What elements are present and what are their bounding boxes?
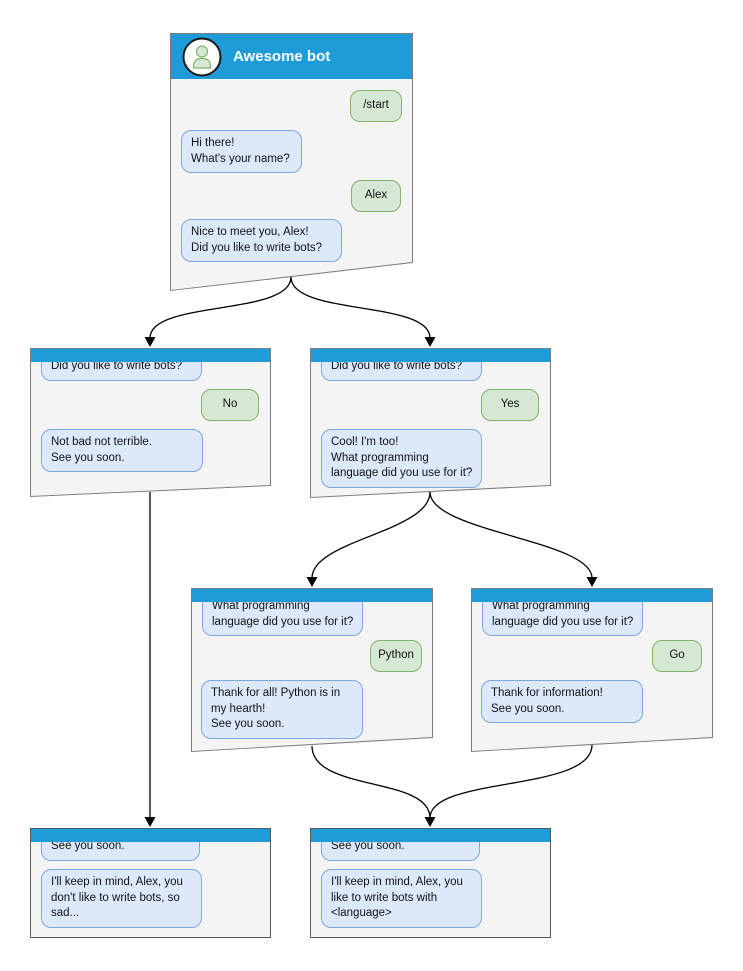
window-title: Awesome bot [233, 48, 331, 65]
window-frame: What programming language did you use fo… [471, 588, 713, 752]
window-header: Awesome bot [171, 34, 412, 79]
arrowhead-icon [144, 337, 156, 347]
bot-avatar-icon [182, 37, 222, 77]
arrowhead-icon [586, 577, 598, 587]
edge-python-end [311, 745, 431, 819]
chat-window-end-yes[interactable]: See you soon. I'll keep in mind, Alex, y… [310, 828, 551, 938]
window-body: What programming language did you use fo… [192, 589, 432, 751]
edge-yes-python [311, 491, 431, 579]
message-bubble-bot: Not bad not terrible. See you soon. [41, 429, 203, 473]
window-header [31, 829, 270, 842]
message-bubble-bot: Thank for information! See you soon. [481, 680, 643, 724]
window-header [31, 349, 270, 362]
window-header [311, 829, 550, 842]
window-frame: Did you like to write bots? Yes Cool! I'… [310, 348, 551, 498]
arrowhead-icon [424, 337, 436, 347]
window-body: What programming language did you use fo… [472, 589, 712, 751]
window-header [311, 349, 550, 362]
arrowhead-icon [424, 817, 436, 827]
window-body: Did you like to write bots? No Not bad n… [31, 349, 270, 496]
chat-window-start[interactable]: Awesome bot /start Hi there! What's your… [170, 33, 413, 291]
message-bubble-bot: Hi there! What's your name? [181, 130, 302, 174]
message-bubble-bot: Thank for all! Python is in my hearth! S… [201, 680, 363, 739]
message-bubble-user: Yes [481, 389, 539, 421]
window-frame: Awesome bot /start Hi there! What's your… [170, 33, 413, 291]
window-body: Did you like to write bots? Yes Cool! I'… [311, 349, 550, 497]
window-body: Awesome bot /start Hi there! What's your… [171, 34, 412, 290]
chat-window-no-branch[interactable]: Did you like to write bots? No Not bad n… [30, 348, 271, 497]
message-bubble-user: /start [350, 90, 402, 122]
message-bubble-user: No [201, 389, 259, 421]
edge-yes-go [429, 491, 593, 579]
window-frame: Did you like to write bots? No Not bad n… [30, 348, 271, 497]
chat-window-end-no[interactable]: See you soon. I'll keep in mind, Alex, y… [30, 828, 271, 938]
arrowhead-icon [306, 577, 318, 587]
message-bubble-user: Go [652, 640, 702, 672]
message-bubble-user: Alex [351, 180, 401, 212]
message-bubble-bot: Nice to meet you, Alex! Did you like to … [181, 219, 342, 263]
message-bubble-user: Python [370, 640, 422, 672]
edge-go-end [429, 744, 593, 819]
message-bubble-bot: Cool! I'm too! What programming language… [321, 429, 482, 488]
message-bubble-bot: I'll keep in mind, Alex, you like to wri… [321, 869, 482, 928]
chat-window-go-branch[interactable]: What programming language did you use fo… [471, 588, 713, 752]
window-header [192, 589, 432, 602]
chat-window-yes-branch[interactable]: Did you like to write bots? Yes Cool! I'… [310, 348, 551, 498]
message-bubble-bot: I'll keep in mind, Alex, you don't like … [41, 869, 202, 928]
window-header [472, 589, 712, 602]
chat-window-python-branch[interactable]: What programming language did you use fo… [191, 588, 433, 752]
arrowhead-icon [144, 817, 156, 827]
window-frame: What programming language did you use fo… [191, 588, 433, 752]
